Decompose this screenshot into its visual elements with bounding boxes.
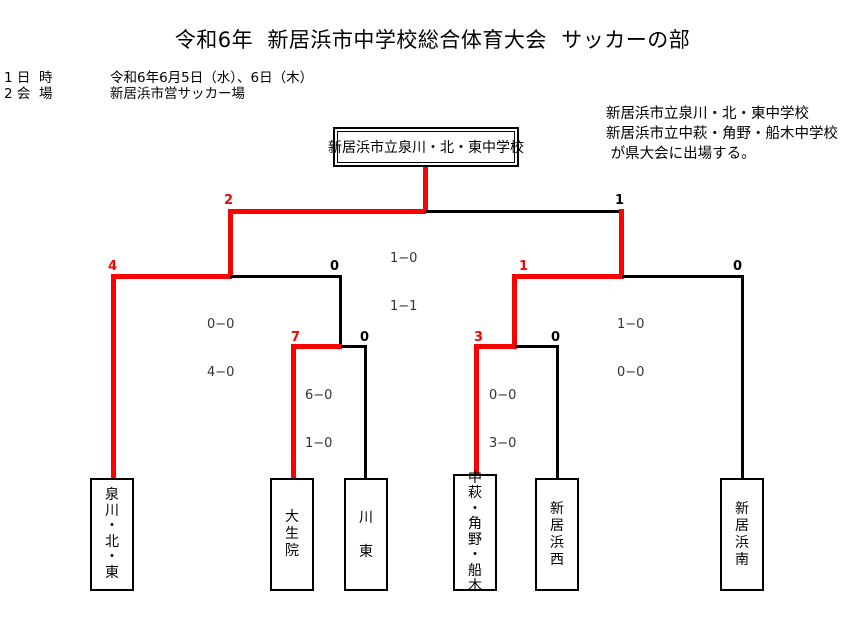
team-box-niihama-minami: 新 居 浜 南 bbox=[720, 478, 764, 591]
seed-semi-left-b: 0 bbox=[330, 259, 340, 274]
score-quarter-left-line2: 1−0 bbox=[305, 436, 333, 451]
team-box-izumikawa: 泉 川 ・ 北 ・ 東 bbox=[90, 478, 134, 591]
score-final-line2: 1−1 bbox=[390, 299, 418, 314]
team-box-daishoin: 大 生 院 bbox=[270, 478, 314, 591]
score-quarter-right: 0−0 3−0 bbox=[489, 356, 516, 484]
team-box-niihama-nishi: 新 居 浜 西 bbox=[535, 478, 579, 591]
bracket-line-niihama-nishi-stem bbox=[556, 345, 559, 478]
team-name-daishoin: 大 生 院 bbox=[285, 509, 299, 559]
bracket-line-final-left bbox=[228, 209, 426, 214]
bracket-line-final-left-descender bbox=[228, 209, 233, 277]
score-semi-left-line2: 4−0 bbox=[207, 365, 235, 380]
seed-final-right: 1 bbox=[615, 193, 625, 208]
event-venue-label: 2 会 場 bbox=[4, 86, 53, 102]
seed-quarter-right-b: 0 bbox=[551, 330, 561, 345]
bracket-line-final-right bbox=[426, 210, 622, 213]
seed-semi-right-a: 1 bbox=[519, 259, 529, 274]
score-quarter-right-line2: 3−0 bbox=[489, 436, 517, 451]
bracket-line-semi-right-descender bbox=[512, 274, 517, 345]
qualification-note: 新居浜市立泉川・北・東中学校 新居浜市立中萩・角野・船木中学校 が県大会に出場す… bbox=[606, 106, 838, 162]
score-final-line1: 1−0 bbox=[390, 251, 418, 266]
score-quarter-right-line1: 0−0 bbox=[489, 388, 517, 403]
bracket-line-kawahigashi-stem bbox=[364, 345, 367, 478]
champion-name: 新居浜市立泉川・北・東中学校 bbox=[328, 140, 524, 156]
bracket-line-semi-left-black bbox=[230, 275, 342, 278]
score-semi-right-line2: 0−0 bbox=[617, 365, 645, 380]
score-final: 1−0 1−1 bbox=[390, 219, 417, 347]
seed-quarter-left-a: 7 bbox=[291, 330, 301, 345]
team-name-izumikawa: 泉 川 ・ 北 ・ 東 bbox=[105, 487, 119, 581]
score-semi-left-line1: 0−0 bbox=[207, 317, 235, 332]
seed-final-left: 2 bbox=[224, 193, 234, 208]
champion-box: 新居浜市立泉川・北・東中学校 bbox=[328, 127, 524, 167]
champion-box-inner: 新居浜市立泉川・北・東中学校 bbox=[328, 131, 524, 163]
event-date-label: 1 日 時 bbox=[4, 70, 53, 86]
team-name-nakahagi: 中 萩 ・ 角 野 ・ 船 木 bbox=[468, 469, 482, 594]
bracket-line-semi-right-red bbox=[512, 274, 624, 279]
page-title: 令和6年 新居浜市中学校総合体育大会 サッカーの部 bbox=[174, 28, 691, 52]
score-semi-left: 0−0 4−0 bbox=[207, 285, 234, 413]
bracket-line-semi-left-descender bbox=[339, 275, 342, 345]
team-box-nakahagi: 中 萩 ・ 角 野 ・ 船 木 bbox=[453, 470, 497, 594]
bracket-line-nakahagi-stem bbox=[474, 344, 479, 474]
bracket-line-izumikawa-stem bbox=[111, 274, 116, 480]
bracket-line-semi-left-red bbox=[111, 274, 232, 279]
seed-semi-right-b: 0 bbox=[733, 259, 743, 274]
team-name-niihama-minami: 新 居 浜 南 bbox=[735, 500, 749, 568]
event-date-value: 令和6年6月5日（水）、6日（木） bbox=[110, 70, 314, 86]
event-venue-value: 新居浜市営サッカー場 bbox=[110, 86, 245, 102]
seed-quarter-left-b: 0 bbox=[360, 330, 370, 345]
team-name-kawahigashi: 川 東 bbox=[359, 509, 373, 560]
score-quarter-left-line1: 6−0 bbox=[305, 388, 333, 403]
seed-quarter-right-a: 3 bbox=[474, 330, 484, 345]
bracket-line-quarter-right-red bbox=[474, 344, 517, 349]
bracket-line-semi-right-black bbox=[622, 275, 744, 278]
score-quarter-left: 6−0 1−0 bbox=[305, 356, 332, 484]
score-semi-right-line1: 1−0 bbox=[617, 317, 645, 332]
bracket-line-champion-stem bbox=[423, 167, 428, 212]
bracket-line-niihama-minami-stem bbox=[741, 275, 744, 478]
bracket-line-quarter-right-black bbox=[515, 345, 558, 348]
score-semi-right: 1−0 0−0 bbox=[617, 285, 644, 413]
seed-semi-left-a: 4 bbox=[108, 259, 118, 274]
team-name-niihama-nishi: 新 居 浜 西 bbox=[550, 500, 564, 568]
bracket-line-quarter-left-black bbox=[341, 345, 366, 348]
bracket-line-daishoin-stem bbox=[291, 344, 296, 478]
bracket-line-final-right-descender bbox=[619, 209, 624, 277]
bracket-line-quarter-left-red bbox=[291, 344, 342, 349]
team-box-kawahigashi: 川 東 bbox=[344, 478, 388, 591]
